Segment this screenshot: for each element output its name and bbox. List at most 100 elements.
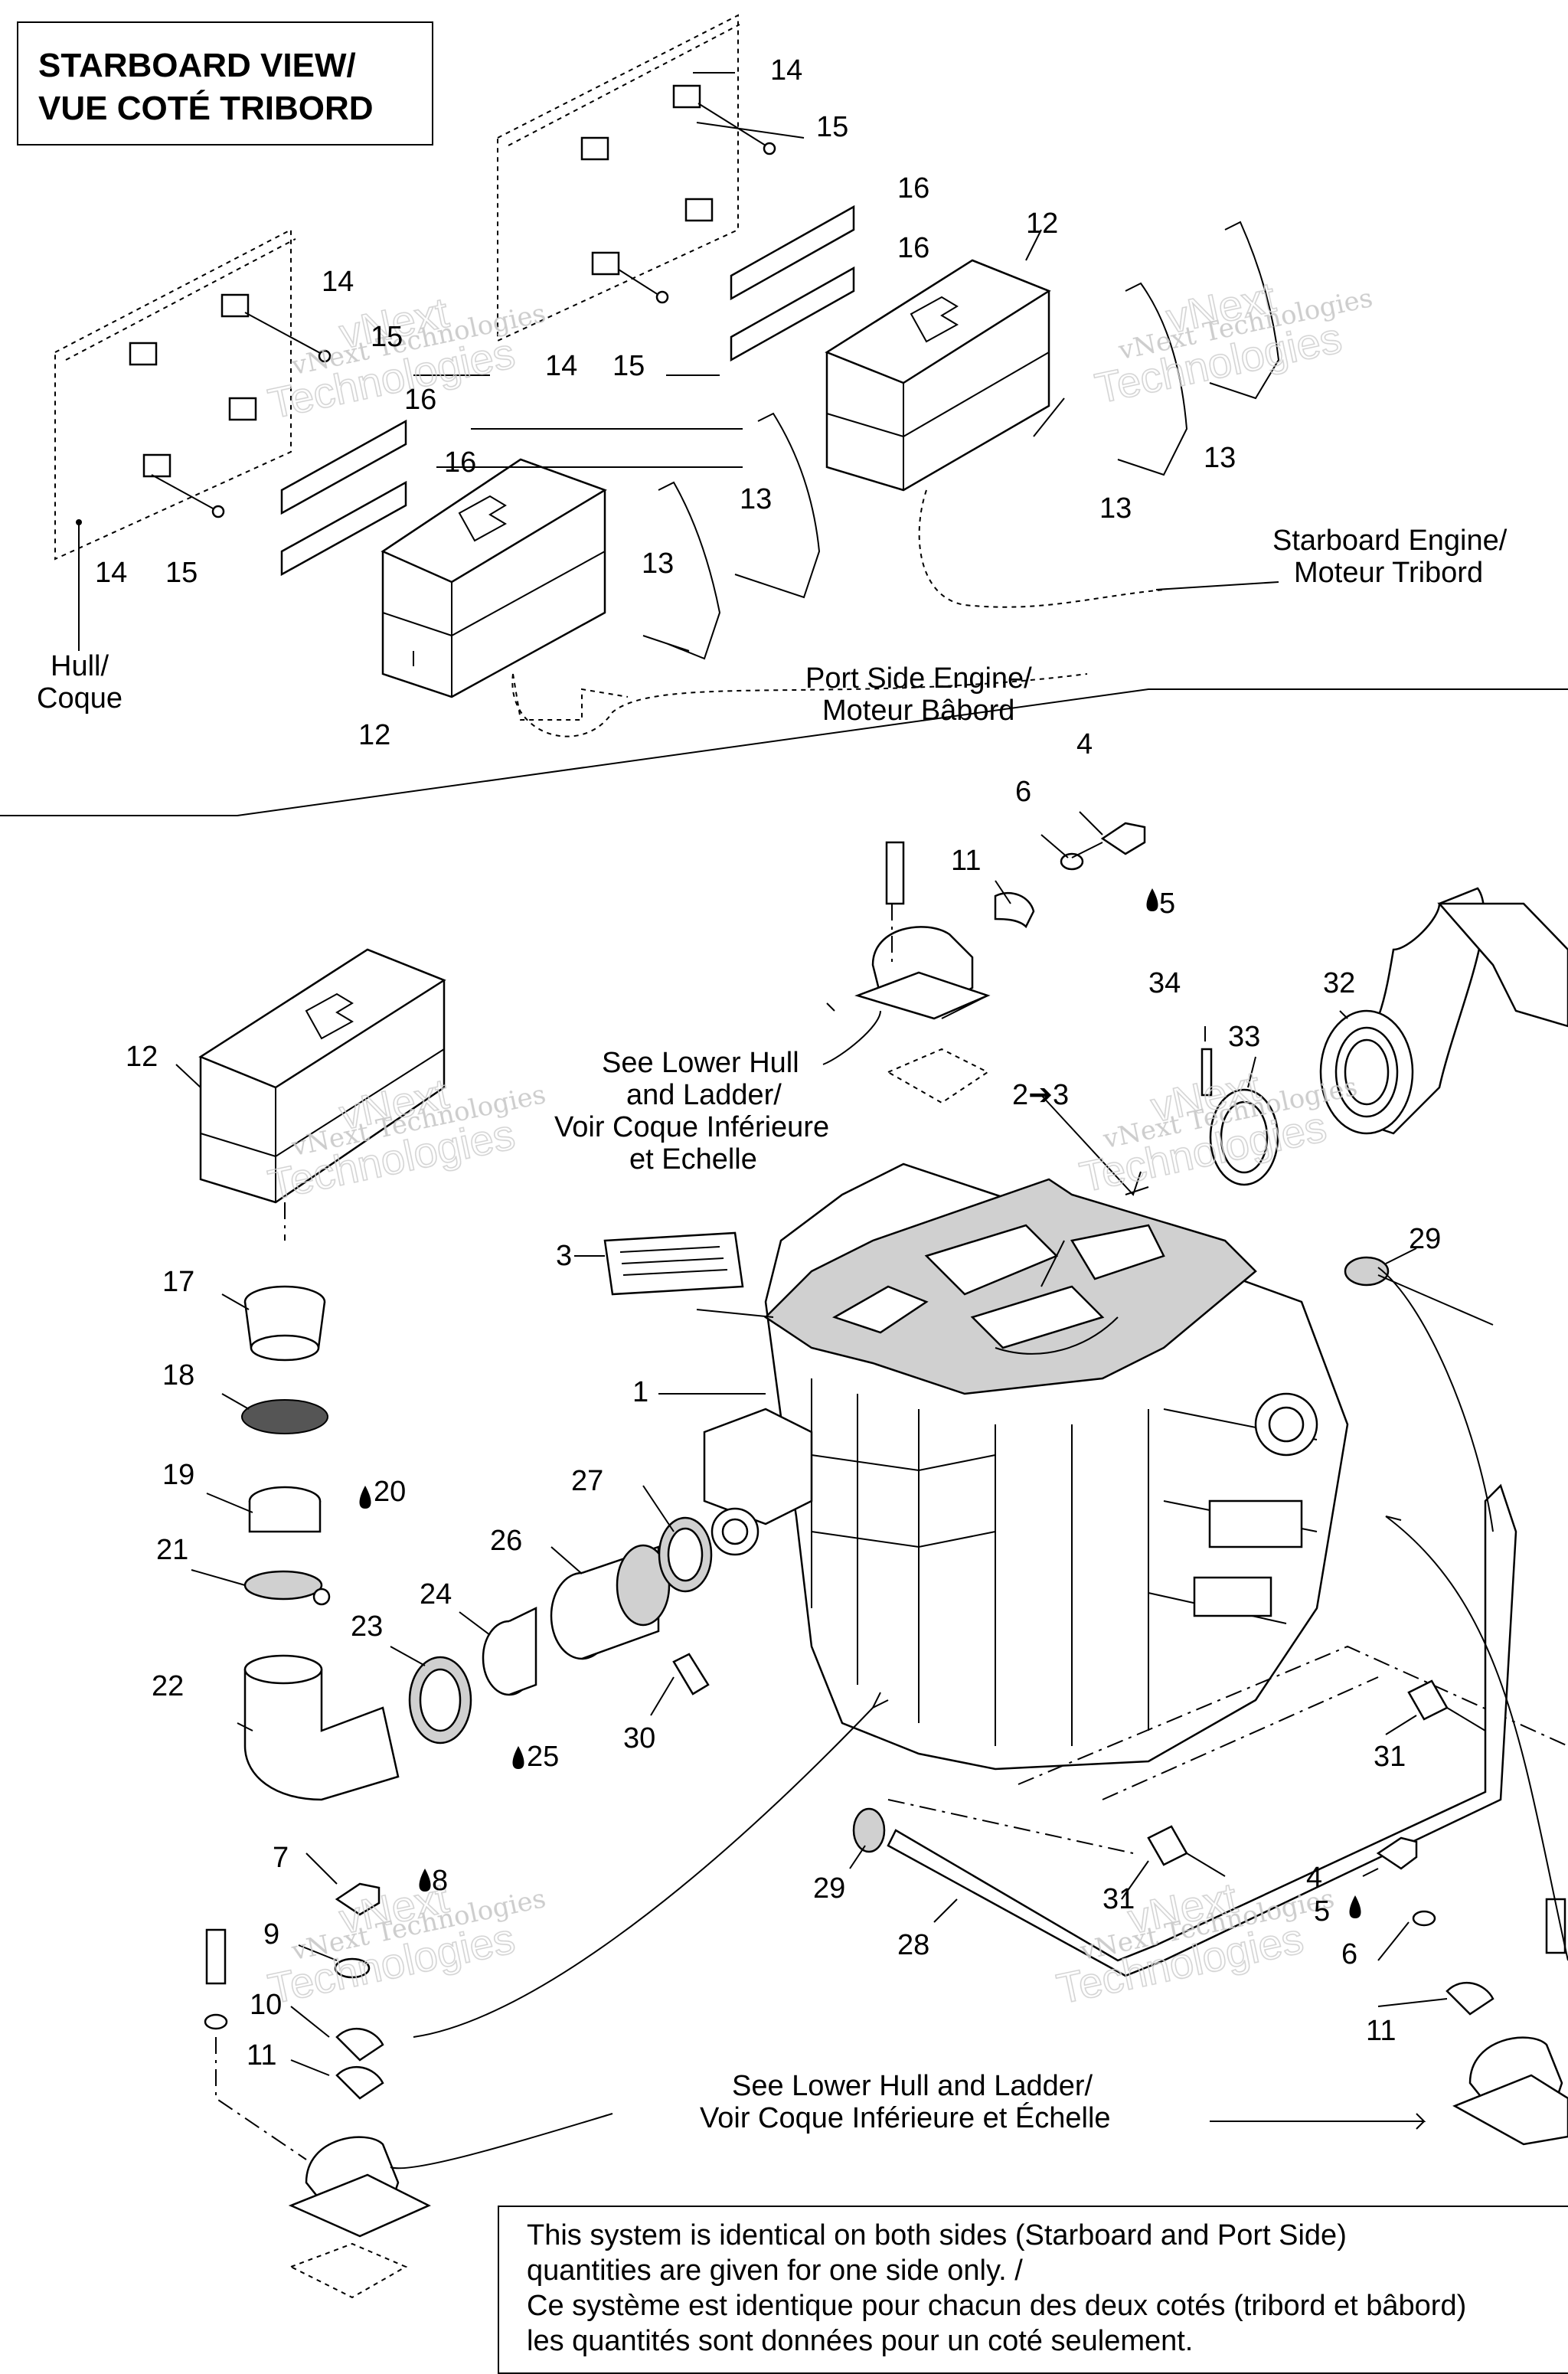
- note-line-1: This system is identical on both sides (…: [527, 2219, 1347, 2251]
- section-divider: [0, 688, 1568, 816]
- callout-14: 14: [545, 350, 577, 382]
- callout-15: 15: [371, 321, 403, 353]
- exhaust-pipe-32: [1319, 887, 1568, 1135]
- diagram-title: STARBOARD VIEW/ VUE COTÉ TRIBORD: [17, 21, 433, 146]
- callout-16: 16: [897, 172, 929, 204]
- callout-29: 29: [1409, 1223, 1441, 1255]
- callout-1: 1: [632, 1376, 648, 1408]
- starboard-engine-lead: [918, 489, 1165, 608]
- callout-19: 19: [162, 1459, 194, 1491]
- coque-label: Coque: [37, 682, 122, 714]
- port-engine-label-1: Port Side Engine/: [805, 662, 1032, 695]
- note-line-2: quantities are given for one side only. …: [527, 2255, 1023, 2287]
- callout-6: 6: [1015, 776, 1031, 808]
- callout-18: 18: [162, 1359, 194, 1391]
- port-engine-lead: [511, 673, 1088, 737]
- callout-5: 5: [1159, 888, 1175, 920]
- callout-2-to-3: 2➔3: [1012, 1079, 1069, 1111]
- battery-box-12-lower: [198, 948, 446, 1241]
- engine-mount-lower-right: [1376, 1836, 1568, 2146]
- callout-14: 14: [770, 54, 802, 87]
- callout-12: 12: [126, 1041, 158, 1073]
- callout-14: 14: [322, 266, 354, 298]
- see-lower-hull-2: and Ladder/: [626, 1079, 782, 1111]
- labels: Hull/ Coque Port Side Engine/ Moteur Bâb…: [37, 525, 1508, 2134]
- callout-13: 13: [1099, 492, 1132, 525]
- straps-13: [642, 221, 1280, 660]
- starboard-engine-label-1: Starboard Engine/: [1272, 525, 1508, 557]
- sensor-30: [672, 1653, 710, 1695]
- callout-4: 4: [1076, 728, 1093, 760]
- engine-assembly: [703, 1162, 1568, 1854]
- callout-33: 33: [1228, 1021, 1260, 1053]
- callout-5: 5: [1314, 1895, 1330, 1928]
- callout-27: 27: [571, 1465, 603, 1497]
- lock-plate-11: [994, 891, 1035, 929]
- clamp-27: [658, 1516, 713, 1593]
- battery-box-port: [381, 458, 629, 721]
- bolt-4: [1071, 822, 1146, 858]
- fitting-31: [1147, 1679, 1486, 1877]
- callout-12: 12: [358, 719, 390, 751]
- callout-15: 15: [612, 350, 645, 382]
- callout-23: 23: [351, 1610, 383, 1643]
- see-lower-hull-3: Voir Coque Inférieure: [554, 1111, 829, 1143]
- callout-13: 13: [1204, 442, 1236, 474]
- clamp-29-lower: [852, 1807, 886, 1853]
- leader-lines: [175, 72, 1568, 2170]
- clamp-29-upper: [1344, 1256, 1390, 1287]
- callout-10: 10: [250, 1989, 282, 2021]
- hull-label: Hull/: [51, 650, 109, 682]
- port-engine-label-2: Moteur Bâbord: [822, 695, 1014, 727]
- washer-6: [1060, 852, 1084, 871]
- see-lower-hull-4: et Echelle: [629, 1143, 757, 1176]
- callout-9: 9: [263, 1918, 279, 1951]
- screen-18: [241, 1399, 328, 1434]
- callout-34: 34: [1148, 967, 1181, 999]
- pin-34: [1200, 1048, 1213, 1097]
- callout-11: 11: [1366, 2015, 1396, 2047]
- callout-11: 11: [951, 845, 981, 877]
- callout-22: 22: [152, 1670, 184, 1702]
- callout-4: 4: [1306, 1862, 1322, 1894]
- callout-3: 3: [556, 1240, 572, 1272]
- callout-14: 14: [95, 557, 127, 589]
- callout-7: 7: [273, 1842, 289, 1874]
- hose-22: [243, 1654, 400, 1801]
- see-lower-hull-1: See Lower Hull: [602, 1047, 799, 1079]
- hull-panel-left: [54, 228, 296, 561]
- callout-16: 16: [444, 446, 476, 479]
- decal-3: [603, 1231, 744, 1296]
- callout-8: 8: [432, 1865, 448, 1897]
- callout-28: 28: [897, 1929, 929, 1961]
- callout-13: 13: [642, 548, 674, 580]
- callout-21: 21: [156, 1534, 188, 1566]
- title-line-1: STARBOARD VIEW/: [38, 47, 356, 84]
- callout-29: 29: [813, 1872, 845, 1905]
- engine-mount-lower-left: [204, 1882, 431, 2299]
- note-line-3: Ce système est identique pour chacun des…: [527, 2290, 1467, 2322]
- loctite-drops: [359, 888, 1361, 1918]
- screws-15: [151, 103, 776, 518]
- callout-31: 31: [1374, 1741, 1406, 1773]
- note-box: This system is identical on both sides (…: [498, 2206, 1568, 2374]
- callout-15: 15: [816, 111, 848, 143]
- title-line-2: VUE COTÉ TRIBORD: [38, 90, 374, 127]
- callout-13: 13: [740, 483, 772, 515]
- callout-6: 6: [1341, 1938, 1357, 1970]
- hull-panel-right: [497, 14, 740, 342]
- clamp-21: [243, 1570, 331, 1606]
- callout-12: 12: [1026, 208, 1058, 240]
- engine-mount-top: [854, 841, 991, 1104]
- adaptor-26: [550, 1544, 671, 1660]
- grommet-17: [243, 1285, 326, 1362]
- velcro-strips-16: [280, 204, 855, 577]
- clamp-33: [1209, 1088, 1279, 1186]
- callout-25: 25: [527, 1741, 559, 1773]
- callout-26: 26: [490, 1525, 522, 1557]
- see-lower-hull-bottom-1: See Lower Hull and Ladder/: [732, 2070, 1093, 2102]
- note-line-4: les quantités sont données pour un coté …: [527, 2325, 1194, 2357]
- battery-box-starboard: [825, 259, 1051, 492]
- callout-30: 30: [623, 1722, 655, 1754]
